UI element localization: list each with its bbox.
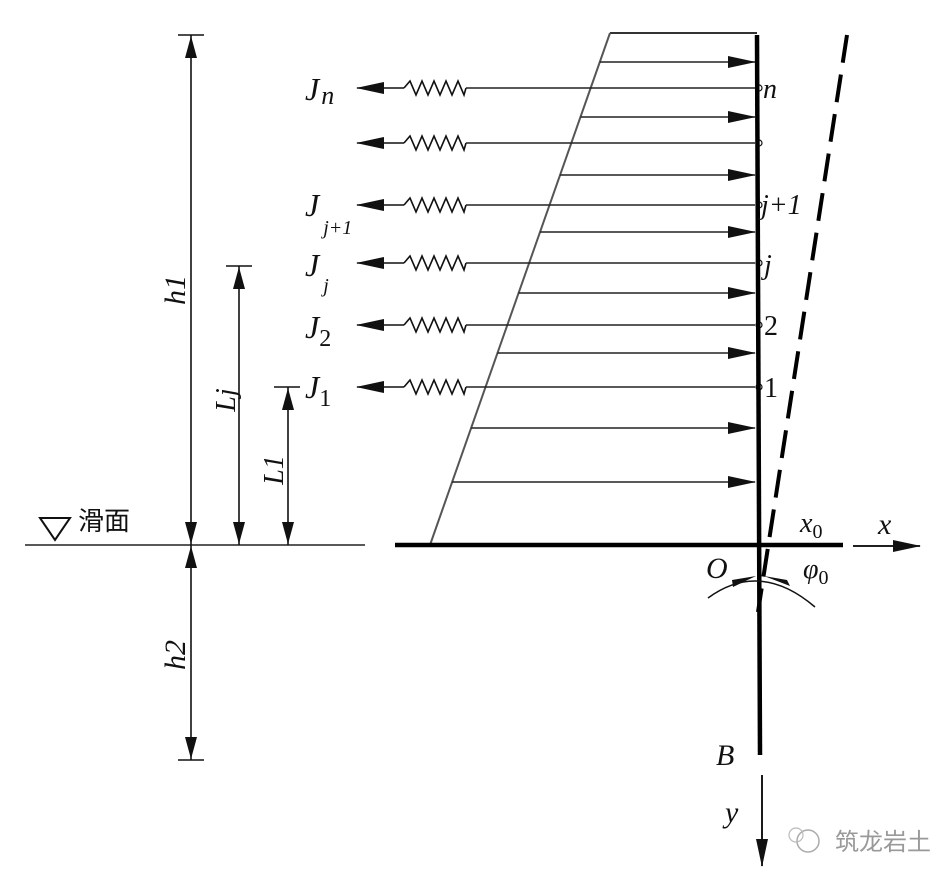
spring-supports (356, 78, 763, 397)
h1-label: h1 (159, 275, 192, 305)
spring-label-j: Jj (305, 247, 329, 297)
dimension-lines (178, 34, 300, 761)
node-label-j1: j+1 (758, 190, 802, 221)
Lj-label: Lj (211, 388, 242, 413)
slip-surface-label: 滑面 (78, 507, 130, 537)
spring-label-j1: Jj+1 (305, 187, 352, 239)
earth-pressure-distribution (429, 32, 757, 546)
spring (356, 78, 763, 98)
h2-label: h2 (159, 640, 192, 670)
watermark: 筑龙岩土 (788, 827, 931, 856)
rotation-arrow-left (732, 576, 756, 587)
rotation-angle-arc (707, 580, 816, 608)
watermark-text: 筑龙岩土 (835, 828, 931, 856)
y-axis-label: y (722, 796, 739, 829)
spring (356, 377, 763, 397)
phi0-label: φ0 (803, 554, 829, 589)
origin-label: O (706, 552, 728, 585)
spring (356, 195, 763, 215)
node-label-n: n (763, 74, 777, 105)
x-axis-label: x (877, 508, 892, 541)
slip-surface-symbol (38, 517, 72, 542)
spring-label-n: Jn (305, 71, 334, 110)
rotation-arrow-right (764, 576, 790, 586)
spring-label-2: J2 (305, 309, 331, 352)
spring (356, 133, 763, 153)
pile-bottom-label: B (716, 739, 734, 772)
wechat-icon (796, 829, 820, 853)
deflected-pile-line (756, 34, 849, 613)
spring (356, 315, 763, 335)
x0-label: x0 (799, 508, 822, 543)
node-label-j: j (761, 250, 772, 281)
pile (754, 34, 763, 756)
spring (356, 253, 763, 273)
node-label-2: 2 (764, 311, 778, 342)
L1-label: L1 (259, 455, 290, 486)
node-label-1: 1 (764, 373, 778, 404)
spring-label-1: J1 (305, 369, 331, 412)
